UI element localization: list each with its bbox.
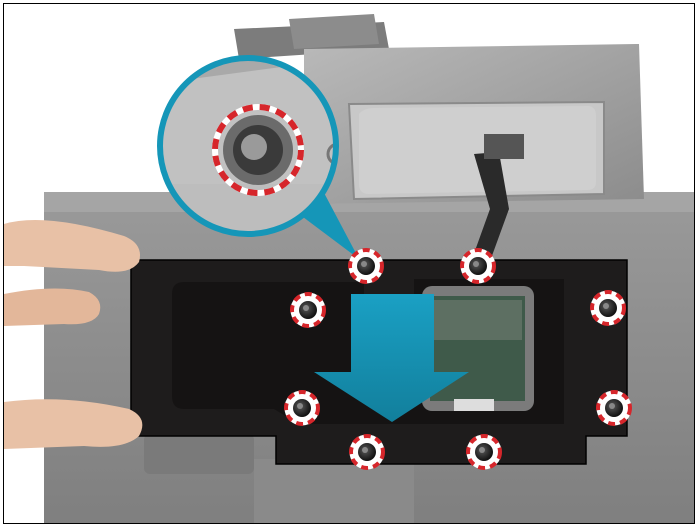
hand [4, 220, 143, 449]
screw-icon [460, 248, 496, 284]
screw-icon [349, 434, 385, 470]
device-illustration [4, 14, 694, 523]
illustration-frame [3, 3, 695, 524]
screws-group [284, 248, 632, 470]
screw-icon [596, 390, 632, 426]
screw-icon [348, 248, 384, 284]
screw-icon [284, 390, 320, 426]
screw-icon [590, 290, 626, 326]
screw-icon [466, 434, 502, 470]
screw-icon [290, 292, 326, 328]
arrow-down-icon [314, 294, 469, 422]
kickstand [304, 44, 644, 204]
